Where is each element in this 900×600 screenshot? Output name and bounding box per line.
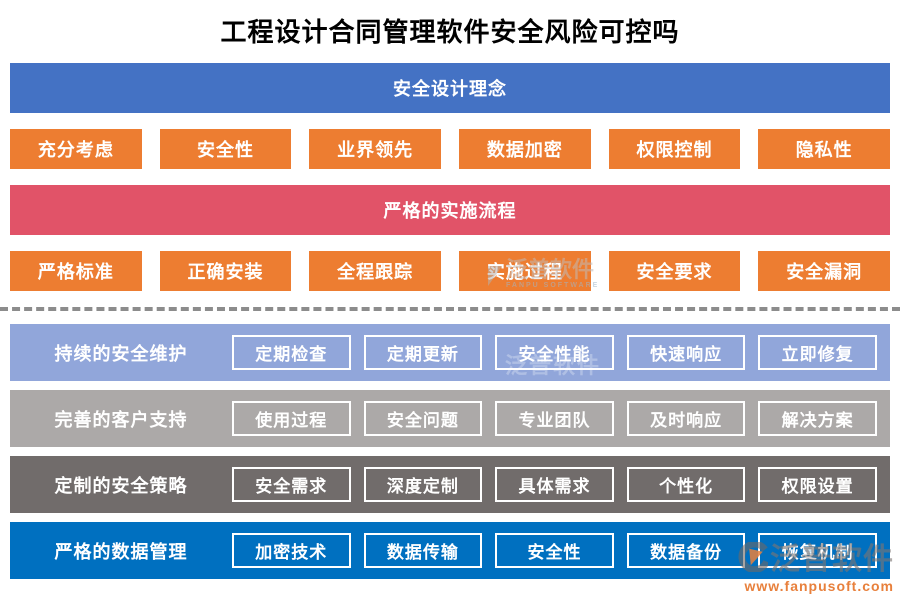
band-item: 安全性 bbox=[495, 533, 614, 568]
band-label: 严格的数据管理 bbox=[54, 541, 188, 562]
band-security-maintenance: 持续的安全维护 定期检查 定期更新 安全性能 快速响应 立即修复 bbox=[10, 324, 890, 381]
page-title: 工程设计合同管理软件安全风险可控吗 bbox=[220, 18, 680, 47]
banner-security-design-concept: 安全设计理念 bbox=[10, 63, 890, 113]
band-items: 使用过程 安全问题 专业团队 及时响应 解决方案 bbox=[232, 401, 890, 436]
band-item: 解决方案 bbox=[758, 401, 877, 436]
band-item: 权限设置 bbox=[758, 467, 877, 502]
band-item: 个性化 bbox=[626, 467, 746, 502]
design-chip: 隐私性 bbox=[758, 129, 891, 169]
band-items: 加密技术 数据传输 安全性 数据备份 恢复机制 bbox=[232, 533, 890, 568]
band-item: 安全需求 bbox=[232, 467, 351, 502]
process-chip: 正确安装 bbox=[159, 251, 292, 291]
watermark-url: www.fanpusoft.com bbox=[744, 578, 894, 594]
band-label: 持续的安全维护 bbox=[54, 343, 188, 364]
design-chip: 充分考虑 bbox=[10, 129, 142, 169]
band-item: 恢复机制 bbox=[758, 533, 877, 568]
band-items: 安全需求 深度定制 具体需求 个性化 权限设置 bbox=[232, 467, 890, 502]
band-item: 安全问题 bbox=[363, 401, 483, 436]
band-item: 专业团队 bbox=[495, 401, 614, 436]
process-chip: 实施过程 bbox=[459, 251, 591, 291]
process-chip: 安全漏洞 bbox=[758, 251, 891, 291]
band-item: 快速响应 bbox=[626, 335, 746, 370]
design-chip-row: 充分考虑 安全性 业界领先 数据加密 权限控制 隐私性 bbox=[10, 129, 891, 169]
band-item: 数据备份 bbox=[626, 533, 746, 568]
band-security-strategy: 定制的安全策略 安全需求 深度定制 具体需求 个性化 权限设置 bbox=[10, 456, 890, 513]
band-item: 安全性能 bbox=[495, 335, 614, 370]
design-chip: 数据加密 bbox=[459, 129, 591, 169]
band-label: 完善的客户支持 bbox=[54, 409, 188, 430]
design-chip: 权限控制 bbox=[608, 129, 741, 169]
band-item: 加密技术 bbox=[232, 533, 351, 568]
band-item: 具体需求 bbox=[495, 467, 614, 502]
band-item: 立即修复 bbox=[758, 335, 877, 370]
band-item: 定期检查 bbox=[232, 335, 351, 370]
dashed-divider bbox=[0, 307, 900, 311]
band-item: 使用过程 bbox=[232, 401, 351, 436]
process-chip: 安全要求 bbox=[608, 251, 741, 291]
process-chip: 全程跟踪 bbox=[309, 251, 442, 291]
band-data-management: 严格的数据管理 加密技术 数据传输 安全性 数据备份 恢复机制 bbox=[10, 522, 890, 579]
process-chip-row: 严格标准 正确安装 全程跟踪 实施过程 安全要求 安全漏洞 bbox=[10, 251, 891, 291]
band-customer-support: 完善的客户支持 使用过程 安全问题 专业团队 及时响应 解决方案 bbox=[10, 390, 890, 447]
band-item: 定期更新 bbox=[363, 335, 483, 370]
band-items: 定期检查 定期更新 安全性能 快速响应 立即修复 bbox=[232, 335, 890, 370]
banner-implementation-process: 严格的实施流程 bbox=[10, 185, 890, 235]
process-chip: 严格标准 bbox=[10, 251, 142, 291]
design-chip: 安全性 bbox=[159, 129, 292, 169]
band-item: 及时响应 bbox=[626, 401, 746, 436]
design-chip: 业界领先 bbox=[309, 129, 442, 169]
band-label: 定制的安全策略 bbox=[54, 475, 188, 496]
band-item: 数据传输 bbox=[363, 533, 483, 568]
band-item: 深度定制 bbox=[363, 467, 483, 502]
